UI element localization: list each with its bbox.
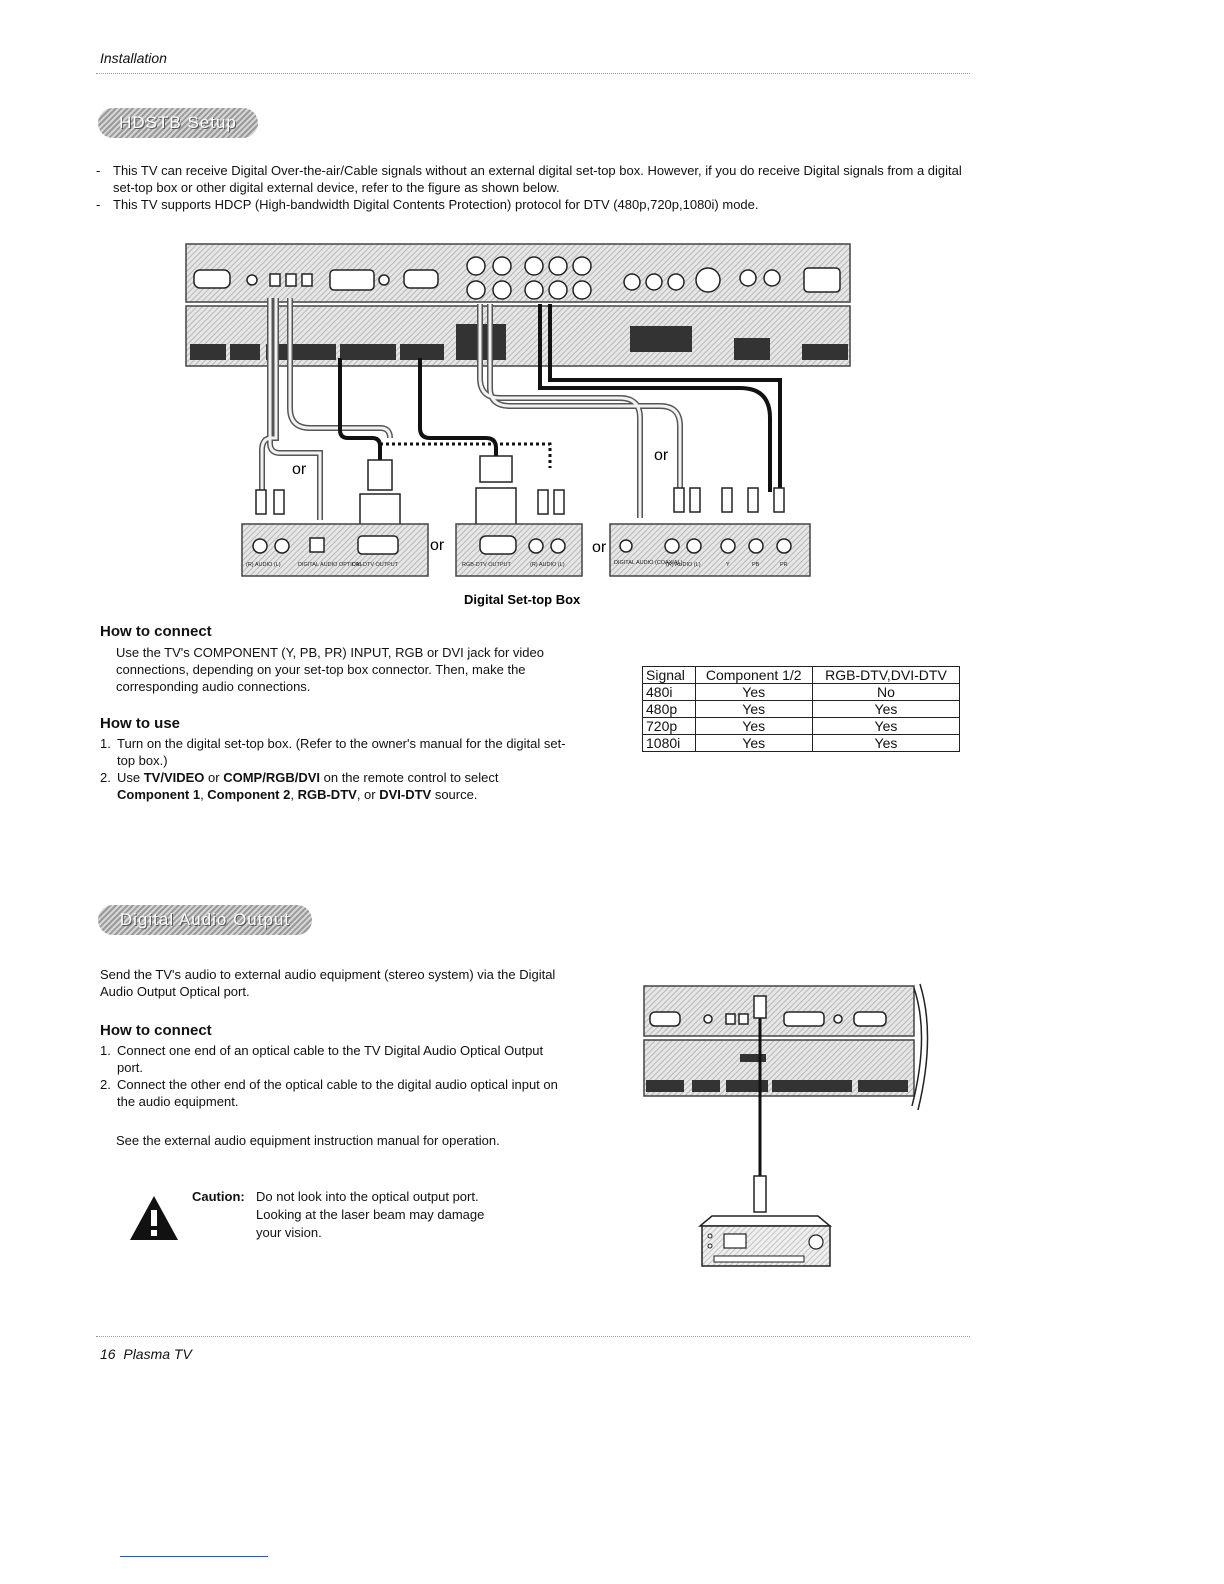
box-label: (R) AUDIO (L) [666,562,701,568]
table-cell: Yes [694,683,813,701]
step-item: 2.Connect the other end of the optical c… [100,1077,558,1109]
table-row: 720p Yes Yes [642,717,961,735]
tv-back-panel-upper [185,243,851,303]
hdstb-how-to-connect-heading: How to connect [100,623,212,640]
table-row: 480p Yes Yes [642,700,961,718]
step-text: , [200,787,208,802]
table-cell: 1080i [642,734,696,752]
step-text: or [204,770,224,785]
table-cell: 720p [642,717,696,735]
table-cell: 480i [642,683,696,701]
step-text: Connect one end of an optical cable to t… [117,1043,544,1075]
or-label: or [592,539,607,556]
step-text: , or [356,787,380,802]
bullet-item: -This TV supports HDCP (High-bandwidth D… [96,197,759,212]
box-label: RGB-DTV OUTPUT [462,562,512,568]
source-name: DVI-DTV [379,787,432,802]
hdstb-how-to-use-heading: How to use [100,715,181,732]
bullet-item: -This TV can receive Digital Over-the-ai… [96,163,962,195]
box-label: DIGITAL AUDIO (COAXIAL) [614,560,683,566]
or-label: or [430,537,445,554]
source-name: Component 2 [207,787,291,802]
tv-back-panel-upper [643,985,915,1037]
settop-box-panel-dvi [241,523,429,577]
remote-button-name: COMP/RGB/DVI [223,770,321,785]
section-header: Installation [100,50,167,66]
source-name: Component 1 [117,787,201,802]
step-text: , [290,787,298,802]
step-text: on the remote control to select [320,770,499,785]
header-rule [96,73,970,74]
hdstb-section-title: HDSTB Setup [98,108,258,138]
caution-line: your vision. [256,1225,322,1240]
remote-button-name: TV/VIDEO [143,770,205,785]
table-header-cell: RGB-DTV,DVI-DTV [811,666,961,684]
bullet-text: This TV supports HDCP (High-bandwidth Di… [113,197,759,212]
box-label: DVI-DTV OUTPUT [352,562,399,568]
settop-box-panel-component [609,523,811,577]
bullet-text: This TV can receive Digital Over-the-air… [113,163,962,195]
caution-line: Do not look into the optical output port… [256,1189,479,1204]
box-label: DIGITAL AUDIO OPTICAL [298,562,363,568]
page-number: 16 [100,1346,116,1362]
table-cell: Yes [694,700,813,718]
table-row: 480i Yes No [642,683,961,701]
table-header-cell: Component 1/2 [694,666,813,684]
table-header-row: Signal Component 1/2 RGB-DTV,DVI-DTV [642,666,961,684]
table-cell: Yes [694,717,813,735]
digital-audio-steps: 1.Connect one end of an optical cable to… [100,1042,570,1110]
digital-audio-section-title: Digital Audio Output [98,905,312,935]
table-cell: No [811,683,961,701]
diagram-caption: Digital Set-top Box [464,592,581,607]
footer-rule [96,1336,970,1337]
footer-title: Plasma TV [123,1346,192,1362]
digital-audio-note: See the external audio equipment instruc… [116,1133,500,1148]
box-label: (R) AUDIO (L) [246,562,281,568]
or-label: or [292,461,307,478]
box-label: PR [780,562,788,568]
warning-icon [130,1196,178,1240]
box-label: Y [726,562,730,568]
table-cell: Yes [694,734,813,752]
signal-support-table: Signal Component 1/2 RGB-DTV,DVI-DTV 480… [642,666,961,752]
step-text: Use [117,770,144,785]
caution-label: Caution: [192,1189,245,1204]
box-label: PB [752,562,760,568]
step-text: source. [431,787,478,802]
caution-line: Looking at the laser beam may damage [256,1207,485,1222]
bottom-link-underline [120,1556,268,1557]
step-item: 1.Connect one end of an optical cable to… [100,1043,544,1075]
step-item: 2.Use TV/VIDEO or COMP/RGB/DVI on the re… [100,770,499,802]
table-cell: 480p [642,700,696,718]
hdstb-how-to-connect-text: Use the TV's COMPONENT (Y, PB, PR) INPUT… [116,645,544,694]
hdstb-connection-diagram: or or or or (R) AUDIO (L) DIGITAL AUDIO … [185,243,851,607]
digital-audio-diagram [643,983,929,1267]
digital-audio-how-to-connect-heading: How to connect [100,1022,212,1039]
digital-audio-intro: Send the TV's audio to external audio eq… [100,967,556,999]
hdstb-bullets: -This TV can receive Digital Over-the-ai… [96,162,976,213]
or-label: or [654,447,669,464]
step-text: Turn on the digital set-top box. (Refer … [117,736,566,768]
page-footer: 16 Plasma TV [100,1346,192,1362]
step-item: 1.Turn on the digital set-top box. (Refe… [100,736,566,768]
table-header-cell: Signal [642,666,696,684]
step-text: Connect the other end of the optical cab… [117,1077,558,1109]
table-row: 1080i Yes Yes [642,734,961,752]
box-label: (R) AUDIO (L) [530,562,565,568]
source-name: RGB-DTV [297,787,357,802]
table-cell: Yes [811,700,961,718]
table-cell: Yes [811,734,961,752]
table-cell: Yes [811,717,961,735]
hdstb-how-to-use-steps: 1.Turn on the digital set-top box. (Refe… [100,735,570,803]
